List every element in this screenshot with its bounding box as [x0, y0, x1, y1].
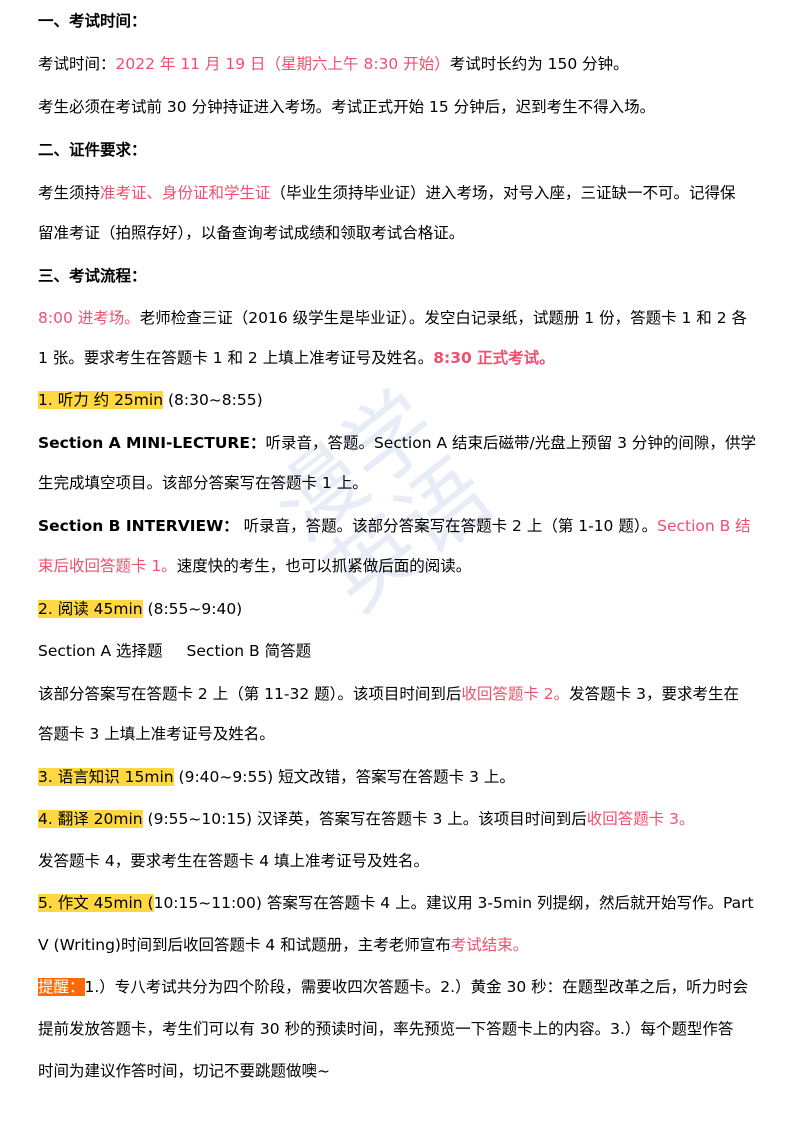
tip-label: 提醒：: [38, 978, 85, 996]
section-heading-documents: 二、证件要求：: [38, 141, 147, 159]
exam-date: 2022 年 11 月 19 日（星期六上午 8:30 开始）: [115, 55, 450, 73]
procedure-text-2: 1 张。要求考生在答题卡 1 和 2 上填上准考证号及姓名。: [38, 349, 434, 367]
documents-prefix: 考生须持: [38, 184, 101, 202]
documents-suffix: （毕业生须持毕业证）进入考场，对号入座，三证缺一不可。记得保: [270, 184, 736, 202]
tip-text-1: 1.）专八考试共分为四个阶段，需要收四次答题卡。2.）黄金 30 秒：在题型改革…: [84, 978, 749, 996]
exam-time-line: 考试时间：2022 年 11 月 19 日（星期六上午 8:30 开始）考试时长…: [38, 53, 770, 75]
entry-time: 8:00 进考场。: [38, 309, 140, 327]
writing-text-2: V (Writing)时间到后收回答题卡 4 和试题册，主考老师宣布: [38, 936, 451, 954]
tip-line-2: 提前发放答题卡，考生们可以有 30 秒的预读时间，率先预览一下答题卡上的内容。3…: [38, 1020, 734, 1038]
language-title: 3. 语言知识 15min: [38, 768, 174, 786]
translation-line-2: 发答题卡 4，要求考生在答题卡 4 填上准考证号及姓名。: [38, 852, 430, 870]
reading-section-b: Section B 简答题: [186, 642, 312, 660]
tip-line-3: 时间为建议作答时间，切记不要跳题做噢~: [38, 1062, 330, 1080]
exam-start: 8:30 正式考试。: [433, 349, 555, 367]
reading-text-2: 发答题卡 3，要求考生在: [569, 685, 739, 703]
section-b-line-1: Section B INTERVIEW： 听录音，答题。该部分答案写在答题卡 2…: [38, 515, 770, 537]
section-heading-exam-time: 一、考试时间：: [38, 12, 147, 30]
section-b-collect: Section B 结: [657, 517, 751, 535]
exam-duration: 考试时长约为 150 分钟。: [449, 55, 629, 73]
reading-title: 2. 阅读 45min: [38, 600, 143, 618]
procedure-text-1: 老师检查三证（2016 级学生是毕业证）。发空白记录纸，试题册 1 份，答题卡 …: [139, 309, 748, 327]
writing-title: 5. 作文 45min (: [38, 894, 154, 912]
reading-text-1: 该部分答案写在答题卡 2 上（第 11-32 题）。该项目时间到后: [38, 685, 462, 703]
language-line: 3. 语言知识 15min (9:40~9:55) 短文改错，答案写在答题卡 3…: [38, 766, 770, 788]
procedure-line-2: 1 张。要求考生在答题卡 1 和 2 上填上准考证号及姓名。8:30 正式考试。: [38, 347, 770, 369]
writing-line-2: V (Writing)时间到后收回答题卡 4 和试题册，主考老师宣布考试结束。: [38, 934, 770, 956]
section-b-title: Section B INTERVIEW：: [38, 517, 239, 535]
reading-time: (8:55~9:40): [142, 600, 243, 618]
section-b-line-2: 束后收回答题卡 1。速度快的考生，也可以抓紧做后面的阅读。: [38, 555, 770, 577]
writing-line: 5. 作文 45min (10:15~11:00) 答案写在答题卡 4 上。建议…: [38, 892, 770, 914]
exam-end: 考试结束。: [450, 936, 529, 954]
section-b-text: 听录音，答题。该部分答案写在答题卡 2 上（第 1-10 题）。: [238, 517, 658, 535]
language-text: (9:40~9:55) 短文改错，答案写在答题卡 3 上。: [173, 768, 515, 786]
section-a-line-1: Section A MINI-LECTURE：听录音，答题。Section A …: [38, 432, 770, 454]
listening-time: (8:30~8:55): [163, 391, 263, 409]
writing-text: 10:15~11:00) 答案写在答题卡 4 上。建议用 3-5min 列提纲，…: [153, 894, 754, 912]
section-a-text: 听录音，答题。Section A 结束后磁带/光盘上预留 3 分钟的间隙，供学: [265, 434, 756, 452]
collect-card-2: 收回答题卡 2。: [461, 685, 570, 703]
documents-line-1: 考生须持准考证、身份证和学生证（毕业生须持毕业证）进入考场，对号入座，三证缺一不…: [38, 182, 770, 204]
reading-line-2: 答题卡 3 上填上准考证号及姓名。: [38, 725, 275, 743]
reading-sections: Section A 选择题 Section B 简答题: [38, 640, 770, 662]
translation-title: 4. 翻译 20min: [38, 810, 143, 828]
section-a-title: Section A MINI-LECTURE：: [38, 434, 266, 452]
required-documents: 准考证、身份证和学生证: [100, 184, 271, 202]
translation-text: (9:55~10:15) 汉译英，答案写在答题卡 3 上。该项目时间到后: [142, 810, 587, 828]
section-heading-procedure: 三、考试流程：: [38, 267, 147, 285]
reading-section-a: Section A 选择题: [38, 642, 163, 660]
tip-line-1: 提醒：1.）专八考试共分为四个阶段，需要收四次答题卡。2.）黄金 30 秒：在题…: [38, 976, 770, 998]
procedure-line-1: 8:00 进考场。老师检查三证（2016 级学生是毕业证）。发空白记录纸，试题册…: [38, 307, 770, 329]
exam-time-label: 考试时间：: [38, 55, 116, 73]
listening-title: 1. 听力 约 25min: [38, 391, 164, 409]
reading-line: 2. 阅读 45min (8:55~9:40): [38, 598, 770, 620]
arrival-rule: 考生必须在考试前 30 分钟持证进入考场。考试正式开始 15 分钟后，迟到考生不…: [38, 98, 656, 116]
documents-line-2: 留准考证（拍照存好），以备查询考试成绩和领取考试合格证。: [38, 224, 465, 242]
section-a-line-2: 生完成填空项目。该部分答案写在答题卡 1 上。: [38, 474, 368, 492]
collect-card-1: 束后收回答题卡 1。: [38, 557, 177, 575]
translation-line: 4. 翻译 20min (9:55~10:15) 汉译英，答案写在答题卡 3 上…: [38, 808, 770, 830]
section-b-tip: 速度快的考生，也可以抓紧做后面的阅读。: [176, 557, 472, 575]
reading-line-1: 该部分答案写在答题卡 2 上（第 11-32 题）。该项目时间到后收回答题卡 2…: [38, 683, 770, 705]
collect-card-3: 收回答题卡 3。: [586, 810, 695, 828]
listening-line: 1. 听力 约 25min (8:30~8:55): [38, 389, 770, 411]
